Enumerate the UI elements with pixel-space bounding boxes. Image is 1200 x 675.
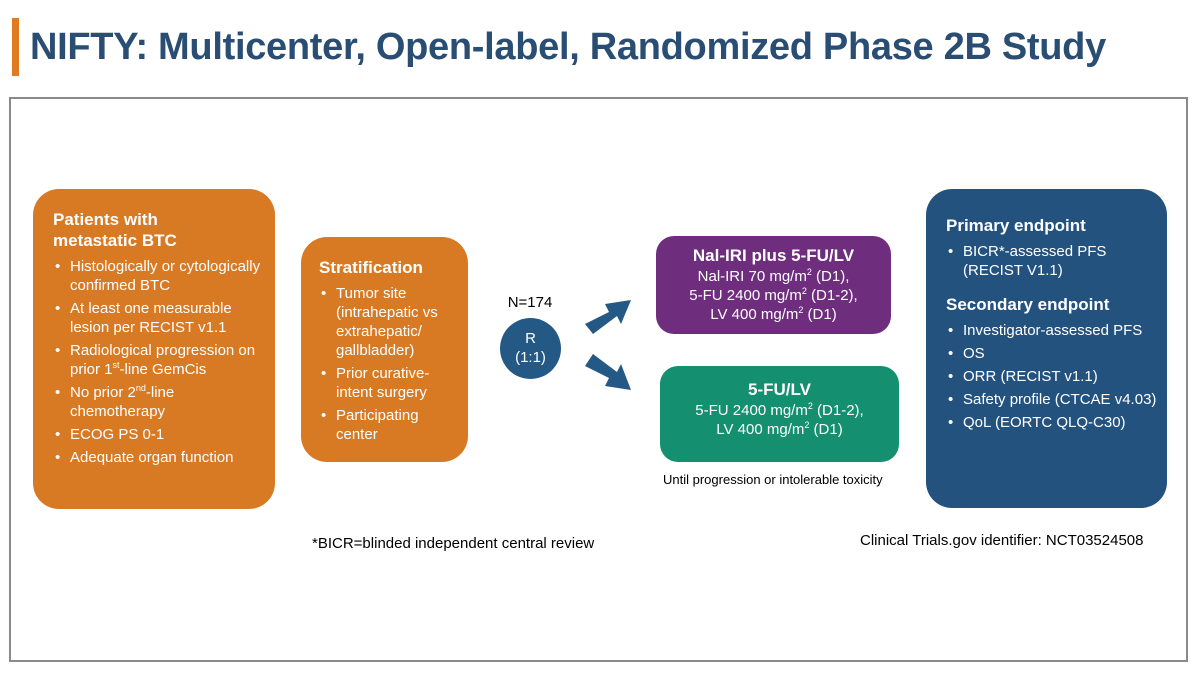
arrow-down-shape	[585, 354, 631, 390]
arm-a-dose: LV 400 mg/m2 (D1)	[710, 305, 837, 324]
arm-b-dose: LV 400 mg/m2 (D1)	[716, 420, 843, 439]
primary-endpoint-item: BICR*-assessed PFS (RECIST V1.1)	[946, 242, 1157, 280]
primary-endpoint-list: BICR*-assessed PFS (RECIST V1.1)	[946, 242, 1157, 280]
secondary-endpoint-heading: Secondary endpoint	[946, 295, 1110, 314]
stratification-factor: Tumor site (intrahepatic vs extrahepatic…	[319, 284, 458, 360]
arm-nal-iri-box: Nal-IRI plus 5-FU/LV Nal-IRI 70 mg/m2 (D…	[656, 236, 891, 334]
trial-identifier: Clinical Trials.gov identifier: NCT03524…	[860, 532, 1144, 549]
sample-size-label: N=174	[507, 294, 553, 311]
diagram-frame	[9, 97, 1188, 662]
arm-5fu-lv-box: 5-FU/LV 5-FU 2400 mg/m2 (D1-2), LV 400 m…	[660, 366, 899, 462]
patients-criterion: ECOG PS 0-1	[53, 425, 261, 444]
arrow-up-shape	[585, 300, 631, 334]
patients-criterion: At least one measurable lesion per RECIS…	[53, 299, 261, 337]
secondary-endpoint-item: QoL (EORTC QLQ-C30)	[946, 413, 1157, 432]
patients-criteria-list: Histologically or cytologically confirme…	[53, 257, 261, 467]
endpoints-box: Primary endpoint BICR*-assessed PFS (REC…	[926, 189, 1167, 508]
treatment-duration-note: Until progression or intolerable toxicit…	[663, 472, 883, 487]
stratification-list: Tumor site (intrahepatic vs extrahepatic…	[319, 284, 458, 444]
stratification-factor: Participating center	[319, 406, 458, 444]
arrow-up-right-icon	[585, 300, 631, 334]
arm-b-title: 5-FU/LV	[748, 380, 811, 399]
arm-a-dose: 5-FU 2400 mg/m2 (D1-2),	[689, 286, 858, 305]
stratification-box: Stratification Tumor site (intrahepatic …	[301, 237, 468, 462]
patients-criterion: Adequate organ function	[53, 448, 261, 467]
patients-criterion: Histologically or cytologically confirme…	[53, 257, 261, 295]
secondary-endpoint-item: Investigator-assessed PFS	[946, 321, 1157, 340]
page-title: NIFTY: Multicenter, Open-label, Randomiz…	[30, 26, 1106, 68]
stratification-heading: Stratification	[319, 258, 423, 277]
patients-criterion: Radiological progression on prior 1st-li…	[53, 341, 261, 379]
secondary-endpoint-item: ORR (RECIST v1.1)	[946, 367, 1157, 386]
title-accent-bar	[12, 18, 19, 76]
arm-b-dose: 5-FU 2400 mg/m2 (D1-2),	[695, 401, 864, 420]
secondary-endpoint-item: OS	[946, 344, 1157, 363]
primary-endpoint-heading: Primary endpoint	[946, 216, 1086, 235]
patients-criterion: No prior 2nd-line chemotherapy	[53, 383, 261, 421]
secondary-endpoint-list: Investigator-assessed PFS OS ORR (RECIST…	[946, 321, 1157, 432]
arm-a-dose: Nal-IRI 70 mg/m2 (D1),	[697, 267, 850, 286]
arrow-down-right-icon	[585, 354, 631, 390]
stratification-factor: Prior curative-intent surgery	[319, 364, 458, 402]
randomization-circle: R (1:1)	[500, 318, 561, 379]
arm-a-title: Nal-IRI plus 5-FU/LV	[692, 246, 855, 265]
bicr-footnote: *BICR=blinded independent central review	[312, 535, 595, 552]
randomization-ratio: (1:1)	[515, 349, 546, 366]
secondary-endpoint-item: Safety profile (CTCAE v4.03)	[946, 390, 1157, 409]
randomization-symbol: R	[525, 330, 536, 347]
